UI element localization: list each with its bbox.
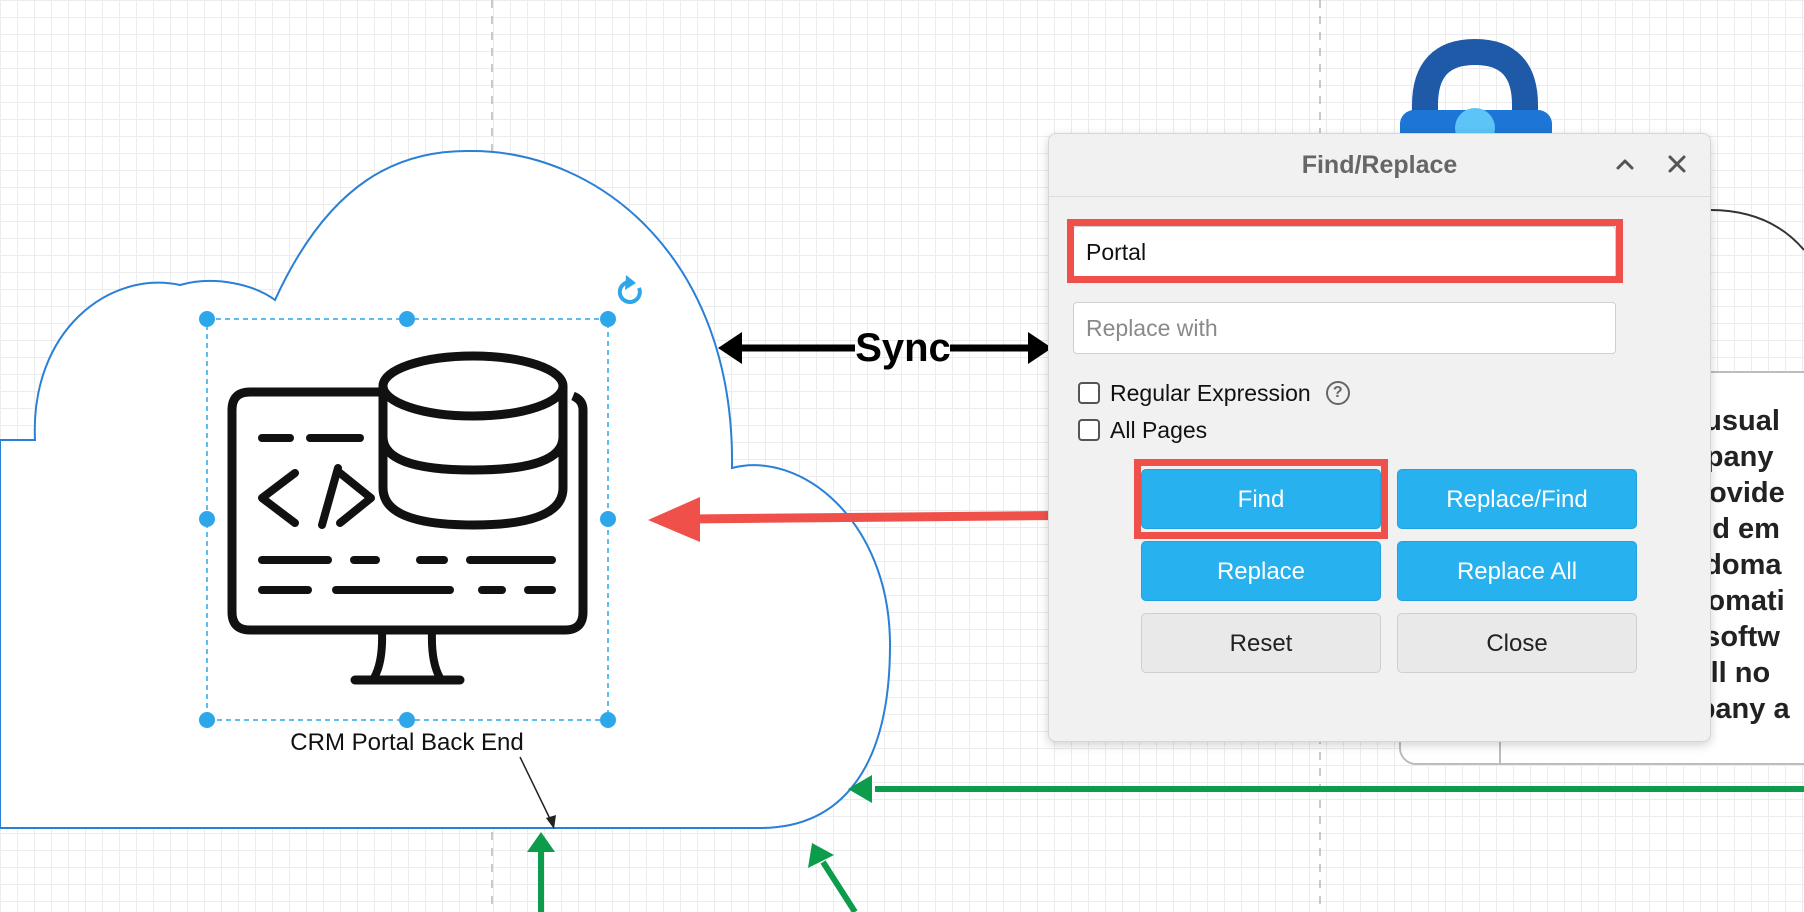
- close-icon[interactable]: [1661, 148, 1693, 180]
- resize-handle-top-left[interactable]: [199, 311, 215, 327]
- all-pages-checkbox[interactable]: [1078, 419, 1100, 441]
- replace-all-button[interactable]: Replace All: [1397, 541, 1637, 601]
- green-connector[interactable]: [848, 775, 1804, 803]
- annotation-arrow: [648, 497, 1113, 542]
- find-input[interactable]: [1073, 226, 1616, 278]
- close-button[interactable]: Close: [1397, 613, 1637, 673]
- sync-label: Sync: [855, 326, 951, 370]
- sync-connector[interactable]: [718, 332, 1052, 364]
- resize-handle-bottom-right[interactable]: [600, 712, 616, 728]
- shape-label[interactable]: CRM Portal Back End: [290, 729, 523, 756]
- help-icon[interactable]: ?: [1325, 381, 1350, 405]
- rotate-icon[interactable]: [617, 275, 642, 304]
- green-connector[interactable]: [527, 832, 555, 912]
- resize-handle-bottom[interactable]: [399, 712, 415, 728]
- regular-expression-label: Regular Expression: [1110, 379, 1311, 406]
- dialog-title[interactable]: Find/Replace: [1049, 134, 1710, 197]
- all-pages-option: All Pages: [1078, 415, 1207, 445]
- reset-button[interactable]: Reset: [1141, 613, 1381, 673]
- replace-find-button[interactable]: Replace/Find: [1397, 469, 1637, 529]
- find-button[interactable]: Find: [1141, 469, 1381, 529]
- monitor-database-code-icon[interactable]: [227, 351, 588, 685]
- regular-expression-option: Regular Expression ?: [1078, 378, 1350, 408]
- label-pointer-arrow: [519, 756, 556, 829]
- collapse-chevron-up-icon[interactable]: [1609, 148, 1641, 180]
- replace-button[interactable]: Replace: [1141, 541, 1381, 601]
- green-connector[interactable]: [808, 843, 858, 912]
- find-replace-dialog: Find/Replace Regular Expression ? All Pa…: [1048, 133, 1711, 742]
- resize-handle-left[interactable]: [199, 511, 215, 527]
- all-pages-label: All Pages: [1110, 416, 1208, 443]
- resize-handle-right[interactable]: [600, 511, 616, 527]
- resize-handle-top-right[interactable]: [600, 311, 616, 327]
- regular-expression-checkbox[interactable]: [1078, 382, 1100, 404]
- replace-input[interactable]: [1073, 302, 1616, 354]
- resize-handle-top[interactable]: [399, 311, 415, 327]
- resize-handle-bottom-left[interactable]: [199, 712, 215, 728]
